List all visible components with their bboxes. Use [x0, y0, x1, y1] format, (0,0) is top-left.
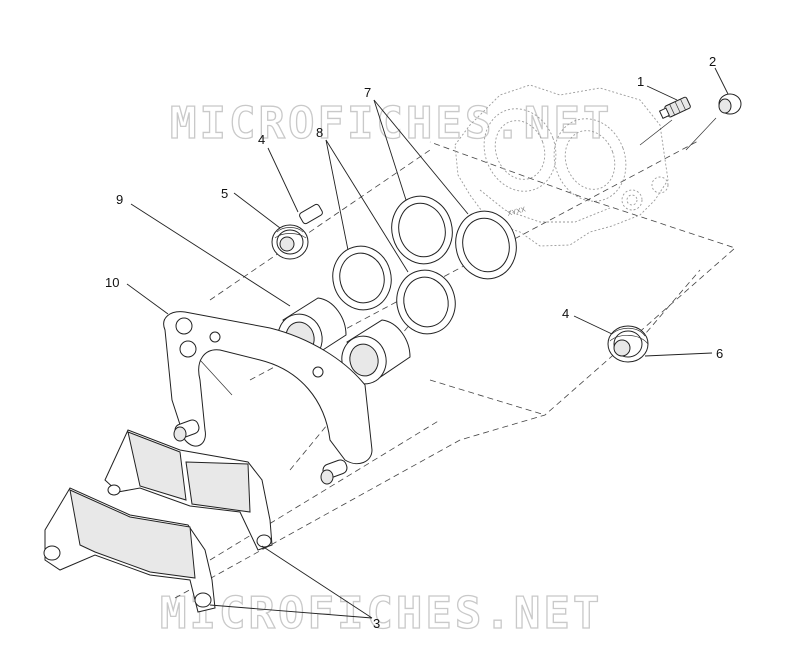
watermark-top: MICROFICHES.NET	[170, 98, 612, 149]
leader-lines	[126, 67, 729, 619]
piston-seal-rings	[391, 195, 517, 280]
callout-1: 1	[637, 74, 644, 89]
bleeder-screw	[658, 96, 691, 119]
callout-8: 8	[316, 125, 323, 140]
brake-pad-inner	[104, 429, 273, 551]
brake-pad-outer	[43, 487, 216, 613]
slide-pin-boot-upper	[271, 203, 323, 260]
callout-7: 7	[364, 85, 371, 100]
mounting-bracket	[163, 311, 373, 485]
callout-4-upper: 4	[258, 132, 265, 147]
callout-labels: 1 2 3 4 4 5 6 7 8 9 10	[105, 54, 723, 631]
callout-6: 6	[716, 346, 723, 361]
caliper-body: XYXX	[454, 84, 669, 247]
watermark-bottom: MICROFICHES.NET	[160, 588, 602, 639]
callout-5: 5	[221, 186, 228, 201]
caliper-marking: XYXX	[507, 206, 527, 218]
callout-2: 2	[709, 54, 716, 69]
dust-seal-rings	[332, 245, 456, 335]
callout-4-right: 4	[562, 306, 569, 321]
bleeder-cap	[718, 93, 742, 115]
callout-9: 9	[116, 192, 123, 207]
callout-10: 10	[105, 275, 119, 290]
slide-pin-boot-right	[607, 325, 649, 363]
callout-3: 3	[373, 616, 380, 631]
